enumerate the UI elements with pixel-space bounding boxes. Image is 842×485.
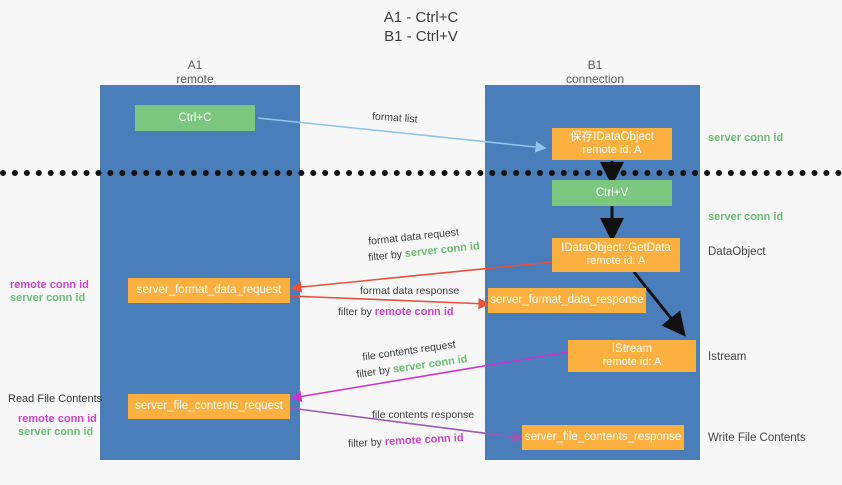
box-ctrl-v-label: Ctrl+V — [595, 186, 629, 199]
box-server-format-data-response-label: server_format_data_response — [490, 294, 644, 306]
box-ctrl-v[interactable]: Ctrl+V — [552, 180, 672, 206]
box-getdata-line1: IDataObject::GetData — [561, 242, 671, 254]
box-ctrl-c-label: Ctrl+C — [178, 111, 212, 124]
box-save-idataobject-line2: remote id: A — [582, 144, 642, 156]
column-left-name: A1 — [187, 58, 203, 72]
label-file-contents-response-filter: filter by remote conn id — [348, 431, 464, 451]
label-format-data-response: format data response — [360, 285, 460, 297]
box-server-file-contents-request-label: server_file_contents_request — [135, 400, 283, 412]
label-right-server-conn-id-top: server conn id — [708, 132, 784, 144]
box-save-idataobject[interactable]: 保存IDataObject remote id: A — [552, 128, 672, 160]
title-line-2: B1 - Ctrl+V — [384, 28, 458, 45]
label-format-data-response-filter-prefix: filter by — [338, 306, 375, 318]
box-istream-line1: IStream — [611, 343, 653, 355]
box-server-format-data-response[interactable]: server_format_data_response — [488, 288, 646, 313]
column-header-right: B1 connection — [540, 58, 650, 86]
box-getdata-line2: remote id: A — [586, 255, 646, 267]
box-server-file-contents-request[interactable]: server_file_contents_request — [128, 394, 290, 419]
label-format-list: format list — [371, 110, 418, 126]
label-left-server-conn-id-1: server conn id — [10, 292, 86, 304]
label-format-data-request-filter-prefix: filter by — [367, 248, 406, 264]
label-format-data-response-filter: filter by remote conn id — [338, 305, 454, 319]
box-ctrl-c[interactable]: Ctrl+C — [135, 105, 255, 131]
box-istream-line2: remote id: A — [602, 356, 662, 368]
label-left-remote-conn-id-2: remote conn id — [18, 413, 97, 425]
label-left-remote-conn-id-1: remote conn id — [10, 279, 89, 291]
box-server-file-contents-response-label: server_file_contents_response — [524, 431, 682, 443]
page-title: A1 - Ctrl+C B1 - Ctrl+V — [0, 8, 842, 46]
label-right-istream: Istream — [708, 351, 747, 363]
box-server-file-contents-response[interactable]: server_file_contents_response — [522, 425, 684, 450]
box-server-format-data-request[interactable]: server_format_data_request — [128, 278, 290, 303]
label-right-dataobject: DataObject — [708, 246, 766, 258]
label-file-contents-response-filter-prefix: filter by — [347, 436, 386, 451]
column-right-name: B1 — [587, 58, 603, 72]
title-line-1: A1 - Ctrl+C — [383, 9, 459, 26]
label-file-contents-response-filter-key: remote conn id — [384, 431, 464, 449]
label-right-write-file-contents: Write File Contents — [708, 432, 806, 444]
label-left-server-conn-id-2: server conn id — [18, 426, 94, 438]
phase-divider — [0, 170, 842, 176]
label-right-server-conn-id-mid: server conn id — [708, 211, 784, 223]
box-save-idataobject-line1: 保存IDataObject — [570, 131, 654, 143]
label-file-contents-request-filter-prefix: filter by — [355, 363, 394, 381]
box-server-format-data-request-label: server_format_data_request — [136, 284, 282, 296]
box-istream[interactable]: IStream remote id: A — [568, 340, 696, 372]
column-header-left: A1 remote — [140, 58, 250, 86]
box-getdata[interactable]: IDataObject::GetData remote id: A — [552, 238, 680, 272]
label-format-data-response-filter-key: remote conn id — [374, 306, 454, 318]
label-file-contents-response: file contents response — [372, 409, 475, 421]
column-left-sub: remote — [176, 72, 214, 86]
column-right-sub: connection — [565, 72, 625, 86]
label-left-read-file-contents: Read File Contents — [8, 393, 103, 405]
